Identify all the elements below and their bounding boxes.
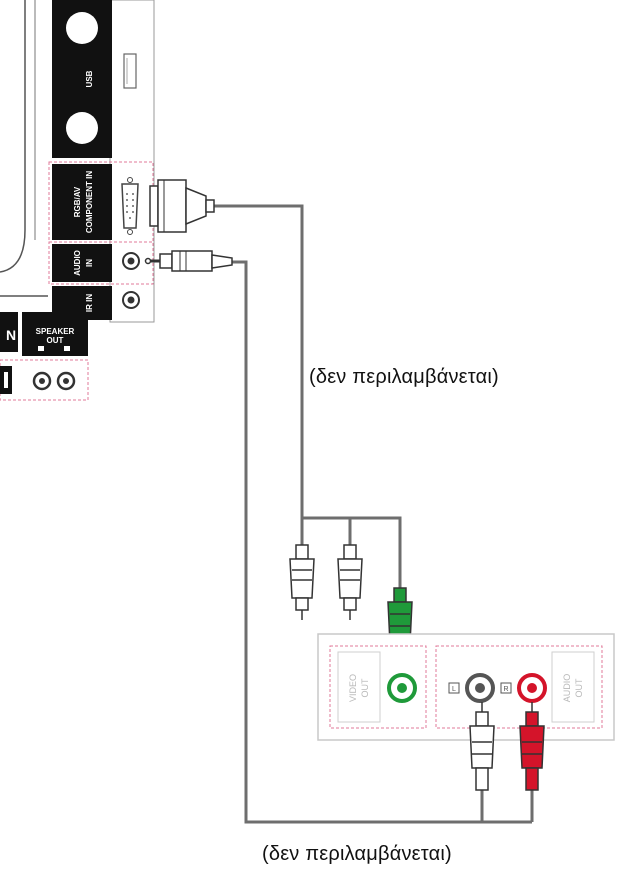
rca-plug-white-audio bbox=[469, 702, 495, 791]
panel-hole-bottom bbox=[66, 112, 98, 144]
cables bbox=[212, 204, 534, 824]
rca-plug-white-1 bbox=[289, 544, 315, 620]
rca-plug-red-audio bbox=[519, 702, 545, 791]
rgb-connector bbox=[149, 179, 215, 233]
video-out-outline bbox=[329, 645, 427, 729]
rgb-label-2: COMPONENT IN bbox=[85, 171, 94, 233]
audio-out-label-1: AUDIO bbox=[562, 674, 572, 703]
audio-out-right-mark: R bbox=[503, 686, 508, 693]
video-out-label-1: VIDEO bbox=[348, 674, 358, 702]
tv-rear-panel: USB RGB/AV COMPONENT IN AUDIO IN IR IN bbox=[0, 0, 155, 401]
rgb-block bbox=[52, 164, 112, 240]
audio-jack-plug bbox=[144, 250, 233, 272]
rca-plug-white-2 bbox=[337, 544, 363, 620]
audio-in-label-1: AUDIO bbox=[73, 250, 82, 276]
audio-out-outline bbox=[435, 645, 603, 729]
svg-text:N: N bbox=[6, 327, 16, 343]
rgb-label-1: RGB/AV bbox=[73, 186, 82, 217]
caption-top: (δεν περιλαμβάνεται) bbox=[309, 366, 499, 388]
audio-out-left-mark: L bbox=[452, 686, 456, 693]
video-split-cable bbox=[302, 516, 402, 588]
video-out-label-2: OUT bbox=[360, 678, 370, 698]
audio-group-outline bbox=[48, 241, 154, 285]
usb-port[interactable] bbox=[123, 53, 137, 89]
caption-bottom: (δεν περιλαμβάνεται) bbox=[262, 843, 452, 865]
source-device-panel: VIDEO OUT AUDIO OUT L R bbox=[317, 633, 615, 741]
audio-in-block bbox=[52, 244, 112, 282]
panel-hole-top bbox=[66, 12, 98, 44]
speaker-out-block bbox=[22, 312, 88, 356]
rgb-cable bbox=[212, 204, 304, 518]
ir-in-label: IR IN bbox=[85, 294, 94, 312]
audio-out-label-2: OUT bbox=[574, 678, 584, 698]
usb-label: USB bbox=[85, 70, 94, 87]
audio-in-label-2: IN bbox=[85, 259, 94, 267]
speaker-label-2: OUT bbox=[47, 336, 64, 345]
rgb-port[interactable] bbox=[121, 183, 139, 229]
speaker-label-1: SPEAKER bbox=[36, 327, 75, 336]
audio-cable bbox=[232, 260, 532, 824]
